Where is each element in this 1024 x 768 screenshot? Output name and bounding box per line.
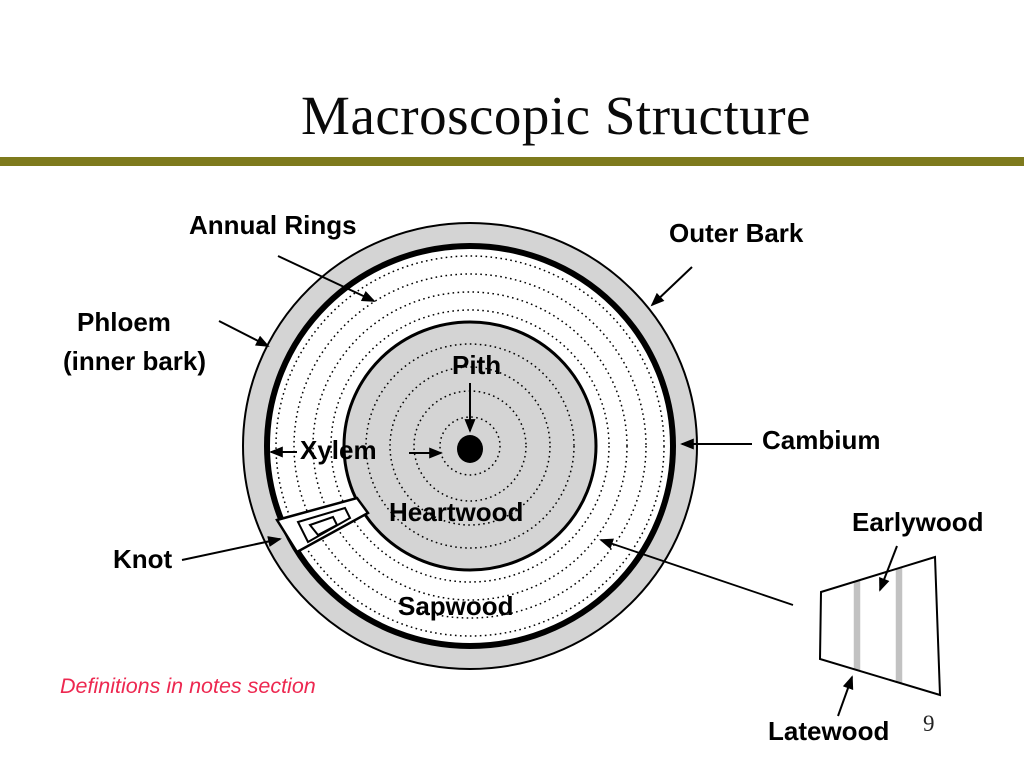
leader-arrows: [181, 255, 898, 717]
annual-ring-dotted: [365, 343, 575, 549]
phloem-arrow: [218, 320, 270, 347]
label-knot: Knot: [113, 544, 173, 574]
pith-dot: [457, 435, 483, 463]
notes-reference-text: Definitions in notes section: [60, 674, 316, 698]
annual-ring-dotted: [330, 309, 610, 583]
label-earlywood: Earlywood: [852, 507, 984, 537]
title-accent-rule: [0, 157, 1024, 166]
knot-arrow: [181, 536, 282, 561]
growth-ring-wedge-fill: [820, 557, 940, 695]
label-inner-bark: (inner bark): [63, 346, 207, 376]
outer-bark-arrow: [650, 266, 693, 307]
page-title: Macroscopic Structure: [301, 85, 811, 146]
page-number: 9: [923, 711, 935, 736]
knot-shape: [275, 496, 370, 554]
annual-ring-dotted: [389, 366, 551, 526]
label-outer-bark: Outer Bark: [669, 218, 804, 248]
earlywood-arrow: [879, 545, 898, 592]
growth-ring-wedge-outline: [818, 555, 942, 697]
annual-rings-dotted-sapwood: [275, 255, 665, 637]
knot-inner-wedge: [308, 515, 339, 537]
label-phloem: Phloem: [77, 307, 171, 337]
latewood-arrow: [837, 675, 854, 717]
annual-ring-dotted: [439, 416, 501, 476]
label-latewood: Latewood: [768, 716, 890, 746]
label-sapwood: Sapwood: [398, 591, 514, 621]
label-cambium: Cambium: [762, 425, 881, 455]
annual-ring-dotted: [312, 291, 628, 601]
label-heartwood: Heartwood: [389, 497, 524, 527]
label-xylem: Xylem: [300, 435, 377, 465]
annual-rings-arrow: [277, 255, 376, 302]
annual-ring-dotted: [293, 273, 647, 619]
sapwood-to-wedge-line: [599, 538, 794, 606]
label-pith: Pith: [452, 350, 502, 380]
annual-ring-dotted: [275, 255, 665, 637]
label-annual-rings: Annual Rings: [189, 210, 357, 240]
